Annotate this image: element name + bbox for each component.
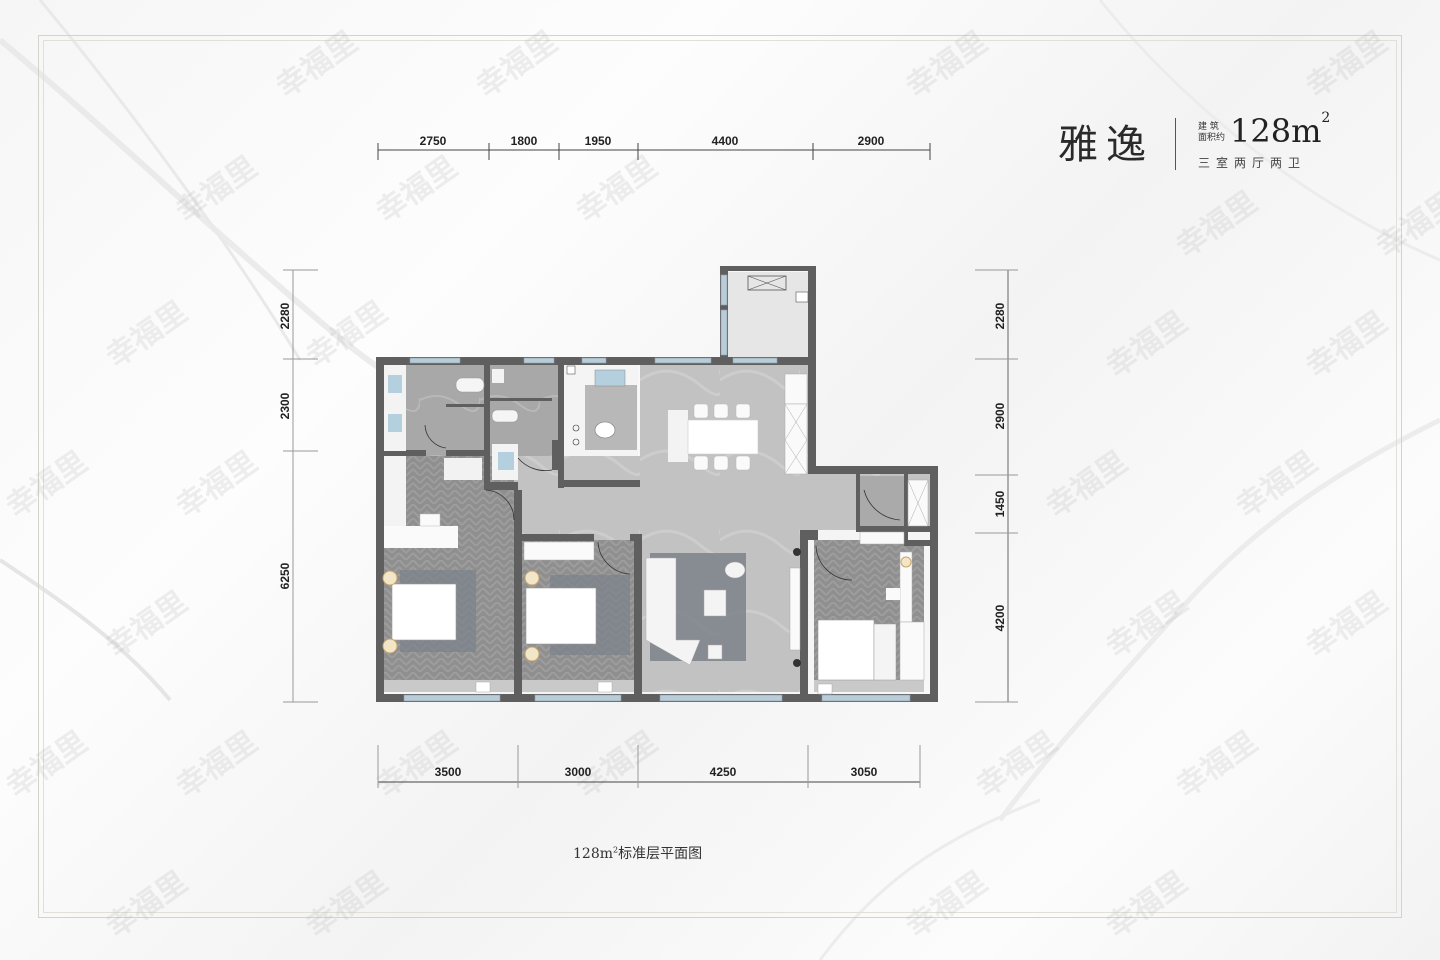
window bbox=[821, 694, 911, 702]
window bbox=[654, 357, 712, 364]
area-value: 128m2 bbox=[1230, 110, 1331, 150]
dim-left-3: 6250 bbox=[278, 562, 292, 589]
dim-right-4: 4200 bbox=[993, 604, 1007, 631]
dimension-right: 2280 2900 1450 4200 bbox=[975, 269, 1018, 703]
dimension-left: 2280 2300 6250 bbox=[278, 269, 318, 703]
entrance-floor bbox=[860, 476, 904, 526]
plan-caption: 128m2标准层平面图 bbox=[573, 843, 702, 863]
dim-top-4: 4400 bbox=[712, 134, 739, 148]
unit-name: 雅逸 bbox=[1058, 122, 1154, 168]
area-label-line2: 面积约 bbox=[1198, 133, 1226, 143]
window bbox=[720, 274, 728, 306]
window bbox=[659, 694, 783, 702]
dim-top-5: 2900 bbox=[858, 134, 885, 148]
dim-bottom-2: 3000 bbox=[565, 765, 592, 779]
window bbox=[581, 357, 607, 364]
dim-right-1: 2280 bbox=[993, 302, 1007, 329]
dimension-bottom: 3500 3000 4250 3050 bbox=[377, 745, 921, 788]
window bbox=[720, 309, 728, 356]
outer-frame bbox=[38, 35, 1402, 918]
dim-top-1: 2750 bbox=[420, 134, 447, 148]
dim-right-2: 2900 bbox=[993, 402, 1007, 429]
balcony-floor bbox=[728, 272, 808, 357]
dim-right-3: 1450 bbox=[993, 490, 1007, 517]
window bbox=[732, 357, 778, 364]
window bbox=[534, 694, 622, 702]
layout-type: 三室两厅两卫 bbox=[1198, 156, 1307, 170]
dim-top-2: 1800 bbox=[511, 134, 538, 148]
window bbox=[403, 694, 501, 702]
window bbox=[523, 357, 555, 364]
dim-top-3: 1950 bbox=[585, 134, 612, 148]
dim-bottom-3: 4250 bbox=[710, 765, 737, 779]
caption-area: 128m bbox=[573, 846, 613, 862]
area-label-line1: 建 筑 bbox=[1198, 122, 1219, 132]
living-dining-floor bbox=[490, 364, 930, 692]
caption-superscript: 2 bbox=[613, 845, 619, 855]
dimension-top: 2750 1800 1950 4400 2900 bbox=[377, 134, 931, 160]
window bbox=[409, 357, 461, 364]
dim-left-2: 2300 bbox=[278, 392, 292, 419]
caption-title: 标准层平面图 bbox=[618, 846, 703, 862]
inner-frame bbox=[43, 40, 1397, 913]
area-label: 建 筑 面积约 bbox=[1198, 122, 1230, 144]
area-unit-superscript: 2 bbox=[1321, 110, 1331, 126]
dim-bottom-4: 3050 bbox=[851, 765, 878, 779]
windows bbox=[403, 274, 911, 702]
title-divider bbox=[1175, 118, 1176, 170]
area-number: 128m bbox=[1230, 112, 1322, 150]
dim-left-1: 2280 bbox=[278, 302, 292, 329]
fixtures bbox=[382, 275, 929, 695]
dim-bottom-1: 3500 bbox=[435, 765, 462, 779]
